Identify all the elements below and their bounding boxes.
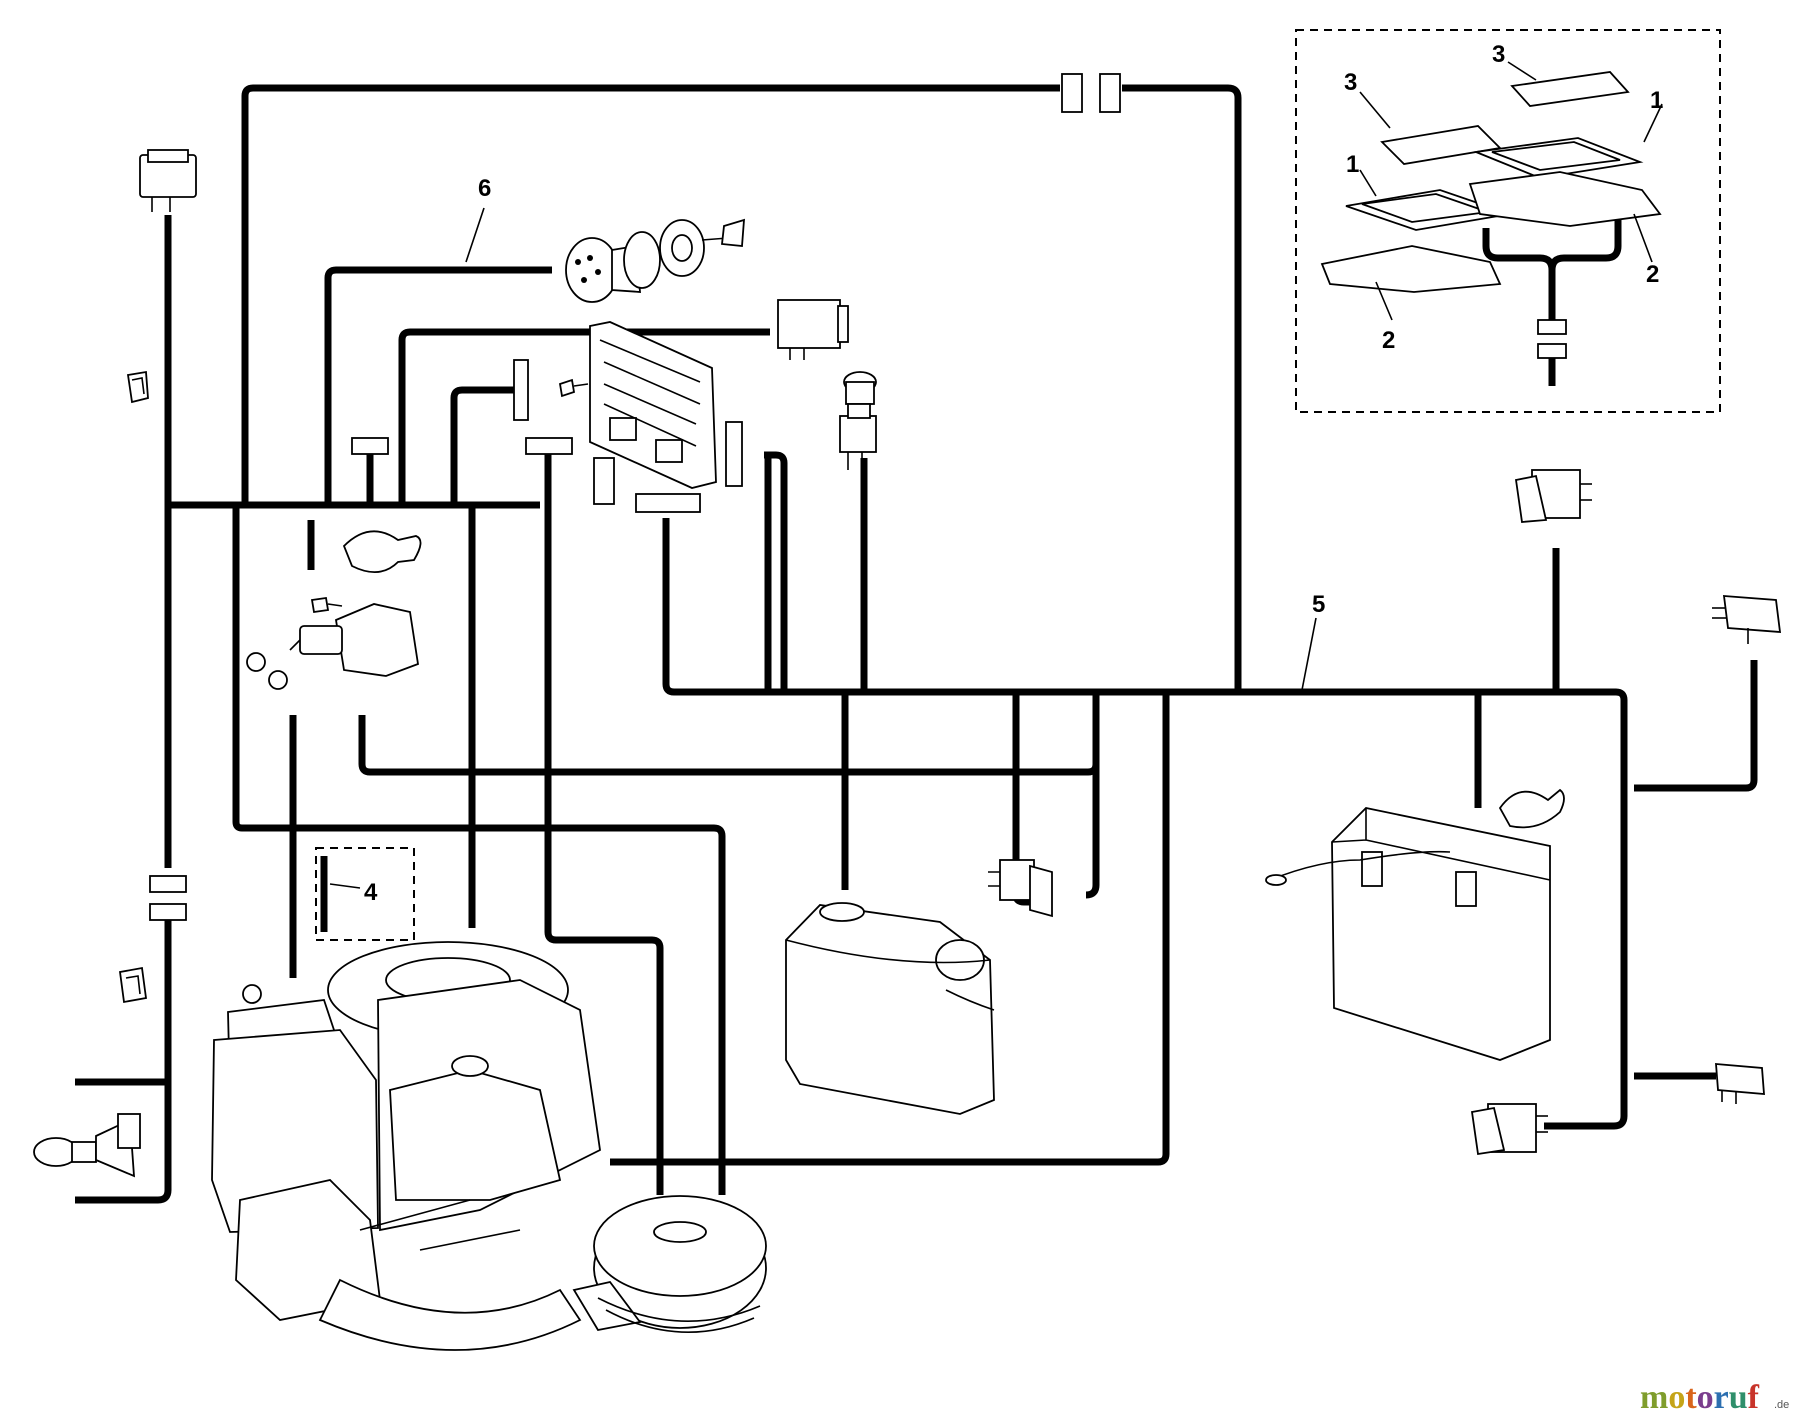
wire-clip-2 [118,966,148,1004]
starter-solenoid [246,530,422,690]
callout-4: 4 [364,879,378,906]
callout-labels: 3 3 1 1 2 2 6 5 4 [364,41,1663,906]
svg-text:.de: .de [1774,1399,1789,1411]
svg-text:motoruf: motoruf [1640,1379,1760,1416]
inset-dashboard-panel [1295,29,1721,413]
rocker-switch-right-bottom [1470,1103,1548,1156]
callout-leaders [329,61,1663,889]
rocker-switch-right-top [1514,469,1592,523]
pto-clutch [572,1195,767,1334]
rocker-switch-top-left [139,149,197,212]
ignition-switch [565,218,745,303]
control-circuit-board [558,321,717,489]
callout-6: 6 [478,175,491,202]
callout-1-right: 1 [1650,87,1663,114]
callout-3-left: 3 [1344,69,1357,96]
harness-wires [75,84,1758,1204]
inline-connector-left [149,875,187,921]
relay-connector-top [777,299,849,360]
watermark: motoruf .de [1640,1379,1789,1416]
fuel-tank [785,902,995,1115]
battery [1265,788,1565,1061]
fuse-box-4 [315,847,415,941]
relay-right-bottom [1715,1063,1765,1104]
callout-3-right: 3 [1492,41,1505,68]
headlight-bulb [33,1113,141,1178]
callout-5: 5 [1312,591,1325,618]
callout-2-left: 2 [1382,327,1395,354]
callout-2-right: 2 [1646,261,1659,288]
engine [211,941,601,1351]
callout-1-left: 1 [1346,151,1359,178]
harness-plugs [351,359,743,513]
wire-clip-1 [126,370,149,404]
push-button-switch [839,371,877,470]
seat-switch [988,859,1053,918]
relay-right-top [1712,595,1782,644]
inline-connector-top [1061,73,1121,113]
